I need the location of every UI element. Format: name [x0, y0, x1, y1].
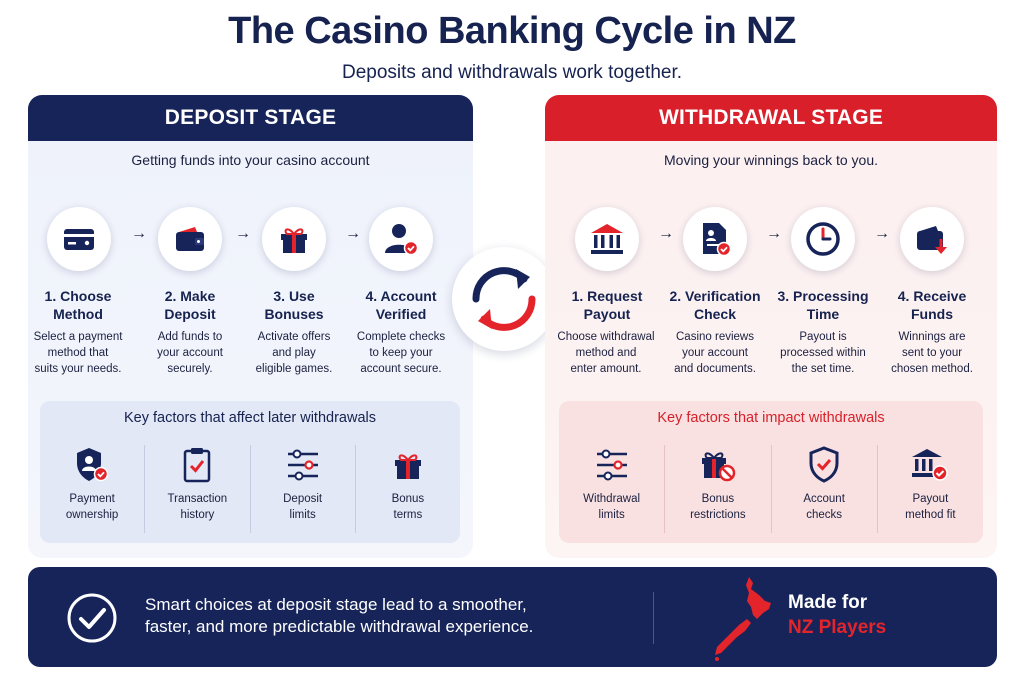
- gift-blocked-icon: [665, 445, 770, 485]
- gift-icon: [262, 207, 326, 271]
- arrow-right-icon: →: [235, 225, 251, 242]
- wallet-download-icon: [900, 207, 964, 271]
- clipboard-check-icon: [145, 445, 249, 485]
- user-verified-icon: [369, 207, 433, 271]
- deposit-factors-box: Key factors that affect later withdrawal…: [40, 401, 460, 543]
- bank-icon: [575, 207, 639, 271]
- cycle-arrows-icon: [452, 247, 556, 351]
- withdrawal-subheading: Moving your winnings back to you.: [664, 152, 878, 168]
- deposit-factors-title: Key factors that affect later withdrawal…: [124, 410, 376, 426]
- sliders-icon: [251, 445, 355, 485]
- withdrawal-panel: WITHDRAWAL STAGE Moving your winnings ba…: [545, 95, 997, 558]
- deposit-heading: DEPOSIT STAGE: [28, 95, 473, 141]
- shield-user-icon: [40, 445, 144, 485]
- credit-card-icon: [47, 207, 111, 271]
- sliders-icon: [559, 445, 664, 485]
- nz-map-icon: [711, 575, 781, 666]
- banner-divider: [653, 592, 654, 644]
- footer-banner: Smart choices at deposit stage lead to a…: [28, 567, 997, 667]
- check-circle-icon: [66, 592, 118, 649]
- deposit-subheading: Getting funds into your casino account: [131, 152, 370, 168]
- arrow-right-icon: →: [345, 225, 361, 242]
- banner-message: Smart choices at deposit stage lead to a…: [145, 595, 534, 636]
- document-check-icon: [683, 207, 747, 271]
- gift-icon: [356, 445, 460, 485]
- shield-check-icon: [772, 445, 877, 485]
- arrow-right-icon: →: [658, 225, 674, 242]
- withdrawal-factors-box: Key factors that impact withdrawals With…: [559, 401, 983, 543]
- arrow-right-icon: →: [874, 225, 890, 242]
- withdrawal-heading: WITHDRAWAL STAGE: [545, 95, 997, 141]
- arrow-right-icon: →: [766, 225, 782, 242]
- made-for-label: Made for: [788, 592, 868, 613]
- arrow-right-icon: →: [131, 225, 147, 242]
- clock-icon: [791, 207, 855, 271]
- withdrawal-factors-title: Key factors that impact withdrawals: [657, 410, 885, 426]
- page-title: The Casino Banking Cycle in NZ: [228, 10, 796, 52]
- bank-check-icon: [878, 445, 983, 485]
- deposit-panel: DEPOSIT STAGE Getting funds into your ca…: [28, 95, 473, 558]
- page-subtitle: Deposits and withdrawals work together.: [341, 62, 683, 83]
- nz-players-label: NZ Players: [788, 617, 887, 638]
- wallet-icon: [158, 207, 222, 271]
